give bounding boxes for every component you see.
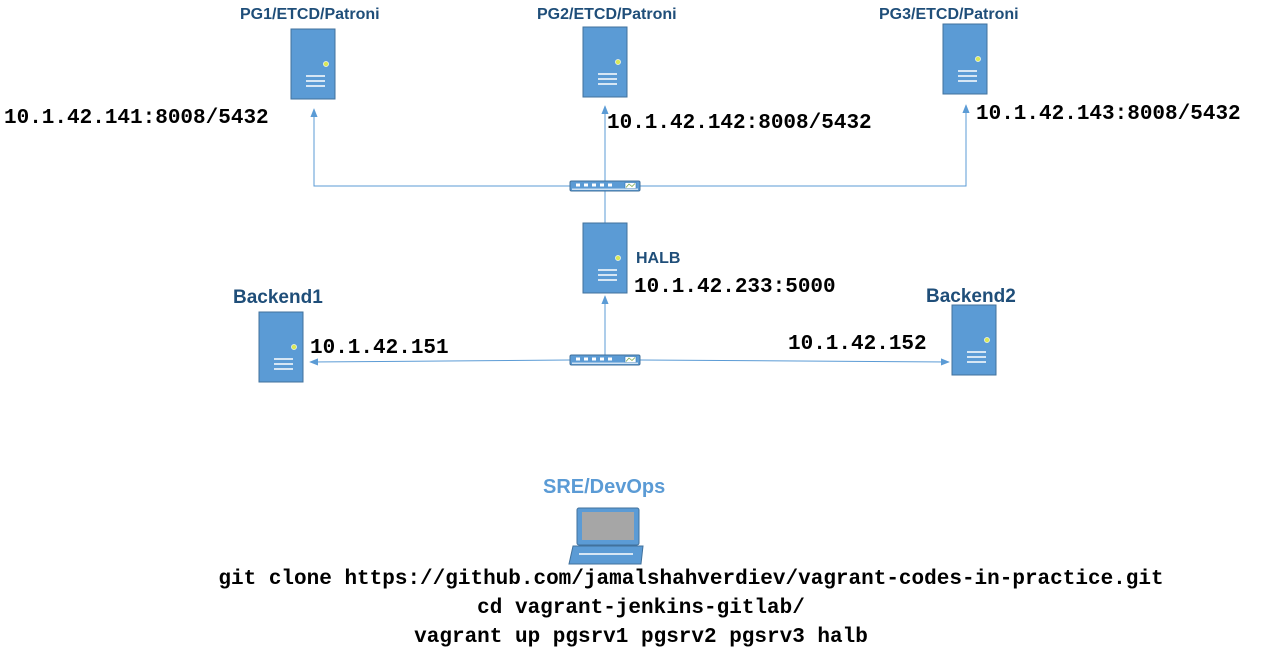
halb-label: HALB [636,250,681,267]
pg2-label: PG2/ETCD/Patroni [537,6,677,23]
pg2-server-icon [582,26,628,98]
backend1-server-icon [258,311,304,383]
backend2-label: Backend2 [926,286,1016,307]
halb-ip: 10.1.42.233:5000 [634,276,836,299]
workstation-label: SRE/DevOps [543,476,666,498]
pg2-ip: 10.1.42.142:8008/5432 [607,112,872,135]
halb-server-icon [582,222,628,294]
link-lower-switch-to-backend2 [639,358,950,366]
pg1-ip: 10.1.42.141:8008/5432 [4,107,269,130]
pg1-label: PG1/ETCD/Patroni [240,6,380,23]
pg3-label: PG3/ETCD/Patroni [879,6,1019,23]
upper-switch-icon [569,180,641,192]
pg3-server-icon [942,23,988,95]
pg1-server-icon [290,28,336,100]
pg3-ip: 10.1.42.143:8008/5432 [976,103,1241,126]
backend1-label: Backend1 [233,287,323,308]
connection-lines [309,104,970,366]
command-cd: cd vagrant-jenkins-gitlab/ [477,597,805,620]
link-lower-switch-to-backend1 [309,358,571,366]
link-switch-to-pg3 [640,104,970,187]
backend2-ip: 10.1.42.152 [788,333,927,356]
command-vagrant-up: vagrant up pgsrv1 pgsrv2 pgsrv3 halb [414,626,868,649]
lower-switch-icon [569,354,641,366]
command-git-clone: git clone https://github.com/jamalshahve… [218,568,1164,591]
link-switch-to-pg1 [310,108,570,187]
laptop-icon [568,507,644,565]
backend1-ip: 10.1.42.151 [310,337,449,360]
backend2-server-icon [951,304,997,376]
